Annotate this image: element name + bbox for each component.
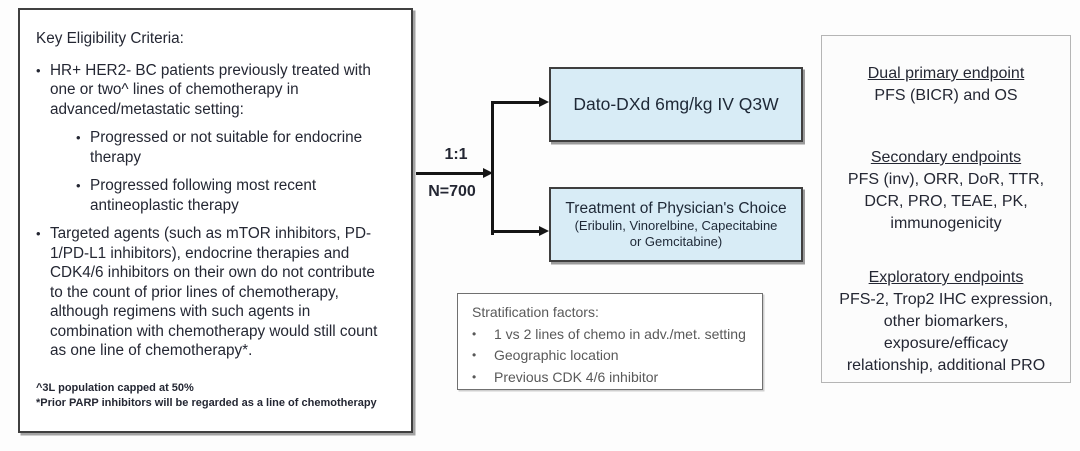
randomization-ratio-label: 1:1	[444, 146, 468, 163]
arm-label: Treatment of Physician's Choice	[565, 200, 787, 217]
connector-branch-line	[491, 101, 494, 235]
endpoint-body: PFS (BICR) and OS	[874, 87, 1018, 104]
endpoint-heading: Dual primary endpoint	[867, 65, 1025, 82]
arm-box-physicians-choice: Treatment of Physician's Choice (Eribuli…	[549, 187, 803, 262]
eligibility-panel: Key Eligibility Criteria: • HR+ HER2- BC…	[18, 8, 413, 433]
eligibility-subbullet-endocrine: • Progressed or not suitable for endocri…	[76, 128, 403, 167]
endpoint-body: PFS-2, Trop2 IHC expression, other bioma…	[839, 291, 1053, 374]
bullet-icon: •	[76, 130, 81, 145]
arrow-right-icon	[539, 97, 549, 107]
connector-bottom-branch	[491, 230, 540, 233]
endpoint-section-primary: Dual primary endpoint PFS (BICR) and OS	[822, 63, 1070, 107]
bullet-icon: •	[472, 326, 477, 341]
endpoint-section-exploratory: Exploratory endpoints PFS-2, Trop2 IHC e…	[822, 267, 1070, 377]
arm-sublabel: (Eribulin, Vinorelbine, Capecitabine or …	[574, 218, 778, 249]
footnote-parp: *Prior PARP inhibitors will be regarded …	[36, 397, 377, 409]
stratification-item-text: 1 vs 2 lines of chemo in adv./met. setti…	[494, 325, 746, 342]
connector-top-branch	[491, 101, 540, 104]
eligibility-subbullet-progressed: • Progressed following most recent antin…	[76, 176, 403, 215]
stratification-item-chemo-lines: • 1 vs 2 lines of chemo in adv./met. set…	[472, 324, 756, 346]
endpoints-panel: Dual primary endpoint PFS (BICR) and OS …	[821, 35, 1071, 383]
bullet-icon: •	[36, 226, 41, 241]
arrow-right-icon	[539, 226, 549, 236]
stratification-panel: Stratification factors: • 1 vs 2 lines o…	[457, 293, 763, 390]
bullet-icon: •	[36, 62, 41, 78]
eligibility-bullet-prior-treatment: • HR+ HER2- BC patients previously treat…	[36, 61, 403, 120]
randomization-n-label: N=700	[428, 183, 476, 200]
endpoint-section-secondary: Secondary endpoints PFS (inv), ORR, DoR,…	[822, 147, 1070, 235]
stratification-item-text: Previous CDK 4/6 inhibitor	[494, 368, 659, 385]
eligibility-footnotes: ^3L population capped at 50% *Prior PARP…	[36, 381, 403, 412]
footnote-3l-cap: ^3L population capped at 50%	[36, 381, 194, 394]
endpoint-body: PFS (inv), ORR, DoR, TTR, DCR, PRO, TEAE…	[847, 171, 1045, 232]
bullet-text: Progressed or not suitable for endocrine…	[90, 129, 363, 166]
bullet-text: Progressed following most recent antineo…	[90, 177, 317, 214]
stratification-item-geography: • Geographic location	[472, 345, 756, 367]
endpoint-heading: Secondary endpoints	[870, 149, 1022, 166]
endpoint-heading: Exploratory endpoints	[868, 269, 1024, 286]
bullet-icon: •	[472, 369, 477, 384]
eligibility-bullet-targeted-agents: • Targeted agents (such as mTOR inhibito…	[36, 224, 403, 361]
bullet-text: Targeted agents (such as mTOR inhibitors…	[50, 225, 378, 359]
bullet-icon: •	[76, 178, 81, 193]
bullet-text: HR+ HER2- BC patients previously treated…	[50, 61, 371, 118]
stratification-item-text: Geographic location	[494, 347, 619, 363]
connector-main-line	[416, 172, 484, 175]
arm-label: Dato-DXd 6mg/kg IV Q3W	[573, 94, 779, 114]
stratification-item-cdk46: • Previous CDK 4/6 inhibitor	[472, 367, 756, 389]
bullet-icon: •	[472, 348, 477, 362]
eligibility-title: Key Eligibility Criteria:	[36, 30, 184, 47]
arrow-right-icon	[483, 168, 493, 178]
arm-box-dato-dxd: Dato-DXd 6mg/kg IV Q3W	[549, 67, 803, 142]
stratification-title: Stratification factors:	[472, 304, 599, 320]
